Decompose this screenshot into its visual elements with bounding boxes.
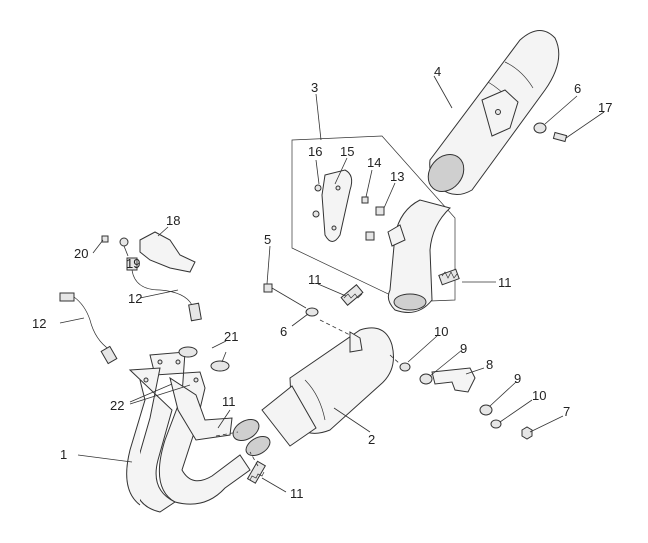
callout-20: 20 bbox=[74, 246, 88, 261]
callout-7: 7 bbox=[563, 404, 570, 419]
callout-11-middle: 11 bbox=[308, 272, 322, 287]
washer-6-upper bbox=[533, 122, 547, 134]
callout-1: 1 bbox=[60, 447, 67, 462]
callout-16: 16 bbox=[308, 144, 322, 159]
callout-12-left: 12 bbox=[32, 316, 46, 331]
spring-11-middle bbox=[340, 284, 364, 306]
hanger-bracket-8 bbox=[431, 367, 476, 393]
callout-21: 21 bbox=[224, 329, 238, 344]
central-muffler-part bbox=[232, 327, 394, 456]
callout-14: 14 bbox=[367, 155, 381, 170]
link-pipe bbox=[387, 199, 451, 313]
grommet-9-upper bbox=[419, 373, 433, 385]
washer-10-lower bbox=[490, 419, 502, 429]
nut-10-upper bbox=[399, 362, 411, 372]
silencer-part bbox=[427, 30, 560, 195]
callout-19: 19 bbox=[126, 256, 140, 271]
callout-6-lower: 6 bbox=[280, 324, 287, 339]
callout-17: 17 bbox=[598, 100, 612, 115]
oxygen-sensor-12-left bbox=[59, 292, 118, 365]
callout-4: 4 bbox=[434, 64, 441, 79]
nut-7 bbox=[521, 426, 533, 440]
callout-13: 13 bbox=[390, 169, 404, 184]
callout-9-upper: 9 bbox=[460, 341, 467, 356]
callout-11-right: 11 bbox=[498, 275, 512, 290]
bracket-assembly-outline bbox=[291, 135, 456, 303]
clip-extra bbox=[365, 231, 375, 241]
callout-6-upper: 6 bbox=[574, 81, 581, 96]
callout-8: 8 bbox=[486, 357, 493, 372]
spring-11-right bbox=[438, 268, 460, 286]
bolt-5 bbox=[263, 283, 307, 309]
clip-13 bbox=[375, 206, 385, 216]
heat-shield-plate bbox=[321, 169, 353, 242]
callout-10-lower: 10 bbox=[532, 388, 546, 403]
callout-9-lower: 9 bbox=[514, 371, 521, 386]
screw-16-a bbox=[314, 184, 322, 192]
sensor-bracket-18 bbox=[139, 231, 196, 273]
spring-11-bottom bbox=[246, 460, 267, 484]
washer-6-lower bbox=[305, 307, 319, 317]
callout-11-bottom: 11 bbox=[290, 486, 304, 501]
grommet-9-lower bbox=[479, 404, 493, 416]
callout-3: 3 bbox=[311, 80, 318, 95]
callout-10-upper: 10 bbox=[434, 324, 448, 339]
nut-19 bbox=[119, 237, 129, 247]
clip-14 bbox=[361, 196, 369, 204]
oxygen-sensor-12-upper bbox=[126, 257, 202, 322]
screw-20 bbox=[101, 235, 109, 243]
callout-22: 22 bbox=[110, 398, 124, 413]
callout-12-upper: 12 bbox=[128, 291, 142, 306]
callout-2: 2 bbox=[368, 432, 375, 447]
gasket-21-a bbox=[178, 346, 198, 358]
callout-11-lower-left: 11 bbox=[222, 394, 236, 409]
screw-16-b bbox=[312, 210, 320, 218]
callout-15: 15 bbox=[340, 144, 354, 159]
screw-17 bbox=[552, 131, 568, 143]
gasket-21-b bbox=[210, 360, 230, 372]
exhaust-header-part bbox=[126, 351, 251, 513]
callout-5: 5 bbox=[264, 232, 271, 247]
callout-18: 18 bbox=[166, 213, 180, 228]
